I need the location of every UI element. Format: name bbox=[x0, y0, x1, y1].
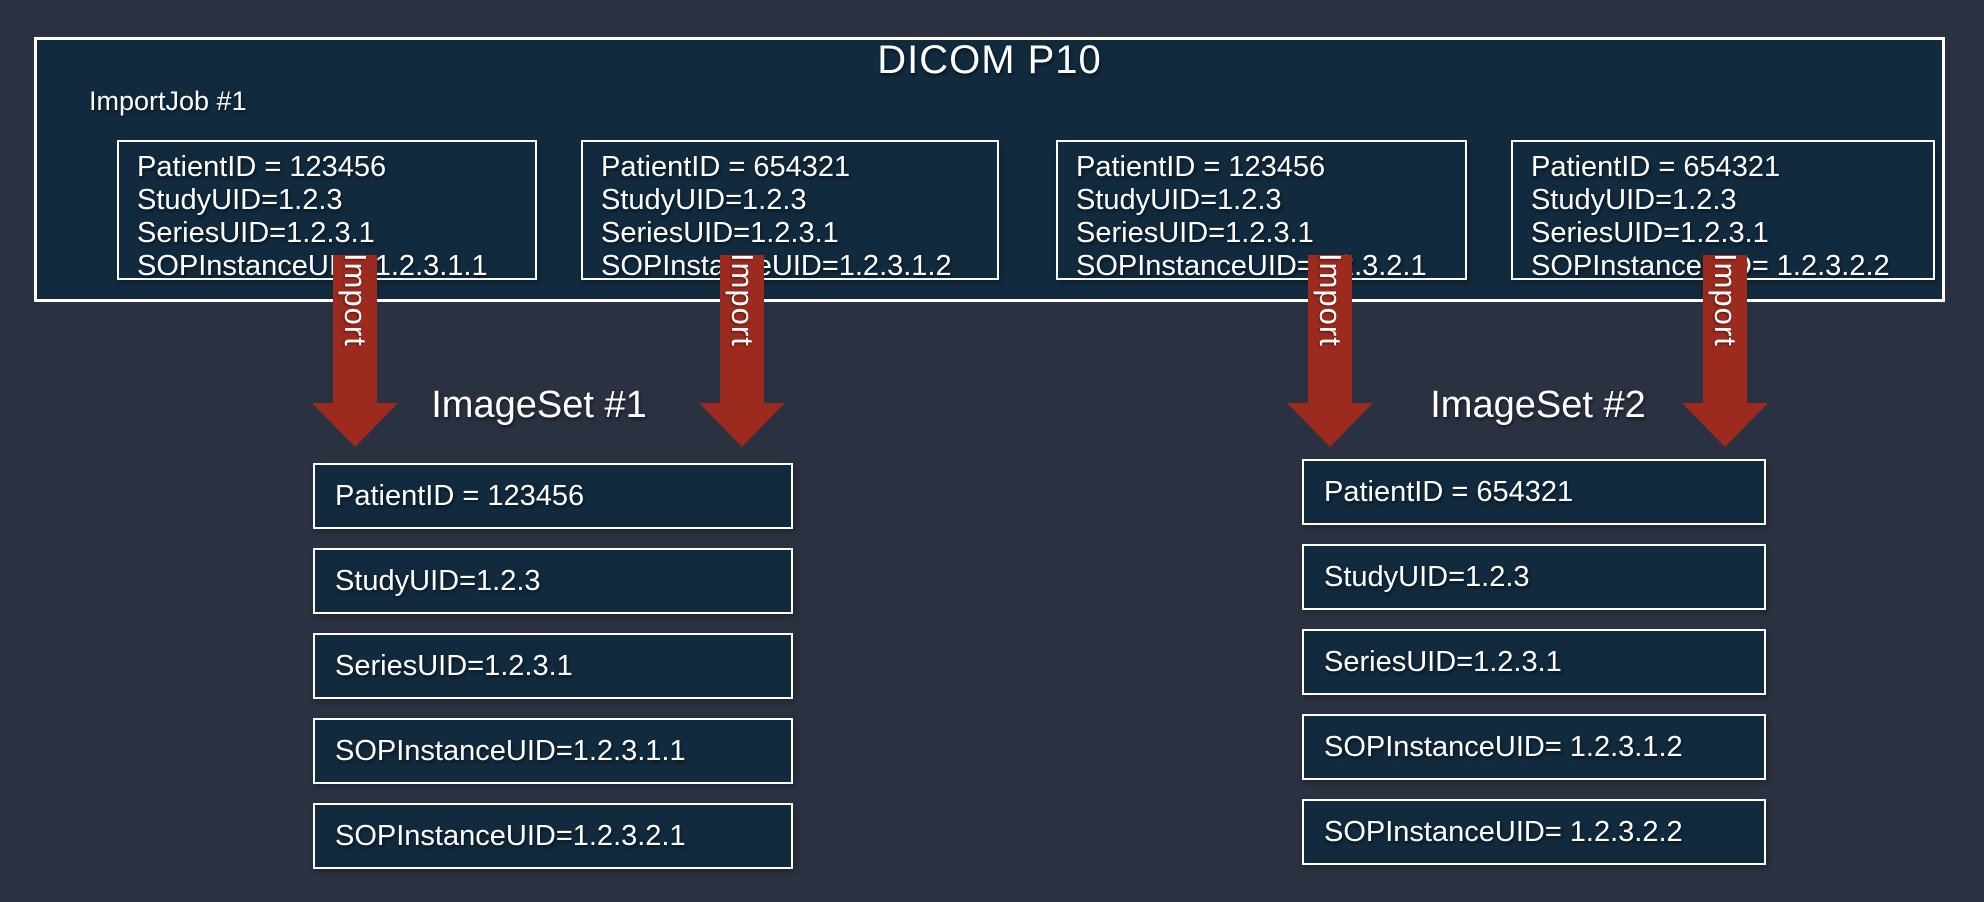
dicom-attribute: PatientID = 123456 bbox=[1076, 151, 1326, 183]
imageset-attribute-box: SeriesUID=1.2.3.1 bbox=[1302, 629, 1766, 695]
dicom-attribute: SeriesUID=1.2.3.1 bbox=[1531, 217, 1769, 249]
import-arrow-4: Import bbox=[1682, 253, 1768, 447]
importjob-container: ImportJob #1 PatientID = 123456 StudyUID… bbox=[34, 37, 1945, 302]
import-arrow-label: Import bbox=[1708, 253, 1743, 347]
imageset-1-title: ImageSet #1 bbox=[431, 384, 647, 426]
imageset-attribute-box: PatientID = 654321 bbox=[1302, 459, 1766, 525]
imageset-attribute-box: SOPInstanceUID= 1.2.3.2.2 bbox=[1302, 799, 1766, 865]
imageset-attribute-box: StudyUID=1.2.3 bbox=[313, 548, 793, 614]
arrow-shaft bbox=[1703, 255, 1747, 407]
dicom-p10-title: DICOM P10 bbox=[877, 38, 1102, 82]
dicom-attribute: PatientID = 123456 bbox=[137, 151, 387, 183]
dicom-attribute: StudyUID=1.2.3 bbox=[1076, 184, 1282, 216]
arrow-down-icon bbox=[699, 403, 785, 447]
dicom-attribute: SeriesUID=1.2.3.1 bbox=[1076, 217, 1314, 249]
dicom-attribute: StudyUID=1.2.3 bbox=[137, 184, 343, 216]
arrow-shaft bbox=[333, 255, 377, 407]
import-arrow-label: Import bbox=[725, 253, 760, 347]
imageset-attribute-box: PatientID = 123456 bbox=[313, 463, 793, 529]
arrow-down-icon bbox=[1682, 403, 1768, 447]
import-arrow-label: Import bbox=[1313, 253, 1348, 347]
import-arrow-label: Import bbox=[338, 253, 373, 347]
dicom-file-box-3: PatientID = 123456 StudyUID=1.2.3 Series… bbox=[1056, 140, 1467, 282]
import-arrow-3: Import bbox=[1287, 253, 1373, 447]
imageset-1-stack: PatientID = 123456 StudyUID=1.2.3 Series… bbox=[313, 463, 793, 869]
dicom-file-box-1: PatientID = 123456 StudyUID=1.2.3 Series… bbox=[117, 140, 537, 282]
dicom-attribute: StudyUID=1.2.3 bbox=[1531, 184, 1737, 216]
dicom-attribute: SeriesUID=1.2.3.1 bbox=[137, 217, 375, 249]
importjob-label: ImportJob #1 bbox=[89, 86, 247, 116]
dicom-attribute: SeriesUID=1.2.3.1 bbox=[601, 217, 839, 249]
imageset-2-title: ImageSet #2 bbox=[1430, 384, 1646, 426]
import-arrow-2: Import bbox=[699, 253, 785, 447]
imageset-attribute-box: SOPInstanceUID=1.2.3.1.1 bbox=[313, 718, 793, 784]
dicom-attribute: StudyUID=1.2.3 bbox=[601, 184, 807, 216]
imageset-attribute-box: SOPInstanceUID=1.2.3.2.1 bbox=[313, 803, 793, 869]
import-arrow-1: Import bbox=[312, 253, 398, 447]
arrow-shaft bbox=[720, 255, 764, 407]
dicom-file-box-2: PatientID = 654321 StudyUID=1.2.3 Series… bbox=[581, 140, 999, 282]
imageset-2-stack: PatientID = 654321 StudyUID=1.2.3 Series… bbox=[1302, 459, 1766, 865]
arrow-down-icon bbox=[312, 403, 398, 447]
dicom-attribute: PatientID = 654321 bbox=[601, 151, 851, 183]
dicom-attribute: SOPInstanceUID=1.2.3.1.2 bbox=[601, 250, 952, 282]
imageset-attribute-box: SOPInstanceUID= 1.2.3.1.2 bbox=[1302, 714, 1766, 780]
imageset-attribute-box: SeriesUID=1.2.3.1 bbox=[313, 633, 793, 699]
dicom-attribute: SOPInstanceUID=1.2.3.1.1 bbox=[137, 250, 488, 282]
dicom-attribute: SOPInstanceUID=1.2.3.2.1 bbox=[1076, 250, 1427, 282]
arrow-down-icon bbox=[1287, 403, 1373, 447]
arrow-shaft bbox=[1308, 255, 1352, 407]
dicom-attribute: PatientID = 654321 bbox=[1531, 151, 1781, 183]
imageset-attribute-box: StudyUID=1.2.3 bbox=[1302, 544, 1766, 610]
